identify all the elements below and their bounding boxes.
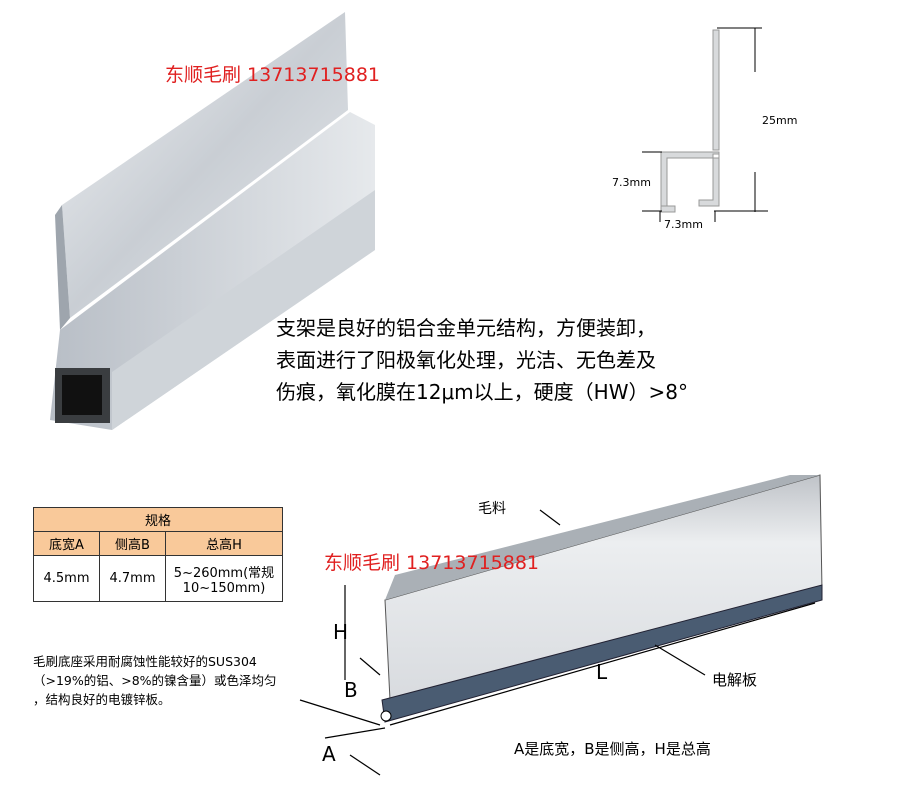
material-note: 毛刷底座采用耐腐蚀性能较好的SUS304 （>19%的铝、>8%的镍含量）或色泽…: [33, 652, 277, 709]
note-line: 毛刷底座采用耐腐蚀性能较好的SUS304: [33, 654, 257, 669]
bottom-dimension: 7.3mm: [664, 218, 703, 231]
height-dimension: 25mm: [762, 114, 798, 127]
spec-cell: 4.5mm: [33, 555, 100, 602]
brush-strip-drawing: [299, 474, 823, 776]
description-line: 表面进行了阳极氧化处理，光洁、无色差及: [276, 348, 656, 372]
contact-watermark: 东顺毛刷 13713715881: [165, 64, 381, 86]
side-dimension: 7.3mm: [612, 176, 651, 189]
description-line: 支架是良好的铝合金单元结构，方便装卸，: [276, 316, 656, 340]
note-line: ，结构良好的电镀锌板。: [33, 692, 171, 707]
spec-header: 底宽A: [33, 531, 100, 556]
height-label: H: [333, 620, 349, 644]
note-line: （>19%的铝、>8%的镍含量）或色泽均匀: [33, 673, 277, 688]
aluminum-profile-photo: [50, 12, 375, 430]
bristle-label: 毛料: [478, 501, 506, 517]
spec-cell: 5~260mm(常规 10~150mm): [165, 555, 283, 602]
description-text: 支架是良好的铝合金单元结构，方便装卸， 表面进行了阳极氧化处理，光洁、无色差及 …: [276, 312, 688, 408]
contact-watermark-2: 东顺毛刷 13713715881: [324, 552, 540, 574]
description-line: 伤痕，氧化膜在12μm以上，硬度（HW）>8°: [276, 380, 688, 404]
diagram-caption: A是底宽，B是侧高，H是总高: [514, 740, 711, 758]
spec-cell: 4.7mm: [99, 555, 166, 602]
width-label: A: [322, 742, 336, 766]
length-label: L: [596, 660, 608, 684]
spec-title: 规格: [33, 507, 283, 532]
side-label: B: [344, 678, 358, 702]
profile-cross-section: [642, 27, 768, 222]
spec-header: 总高H: [165, 531, 283, 556]
spec-header: 侧高B: [99, 531, 166, 556]
plate-label: 电解板: [712, 671, 758, 689]
